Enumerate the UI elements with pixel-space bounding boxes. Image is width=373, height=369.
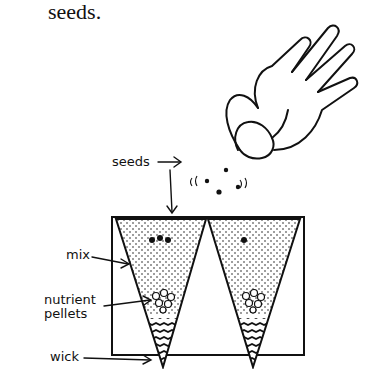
caption-fragment: seeds. xyxy=(48,0,138,24)
part-label: wick xyxy=(50,350,90,364)
part-label: nutrient pellets xyxy=(44,293,106,322)
part-label: mix xyxy=(66,248,106,262)
part-label: seeds xyxy=(112,155,162,169)
